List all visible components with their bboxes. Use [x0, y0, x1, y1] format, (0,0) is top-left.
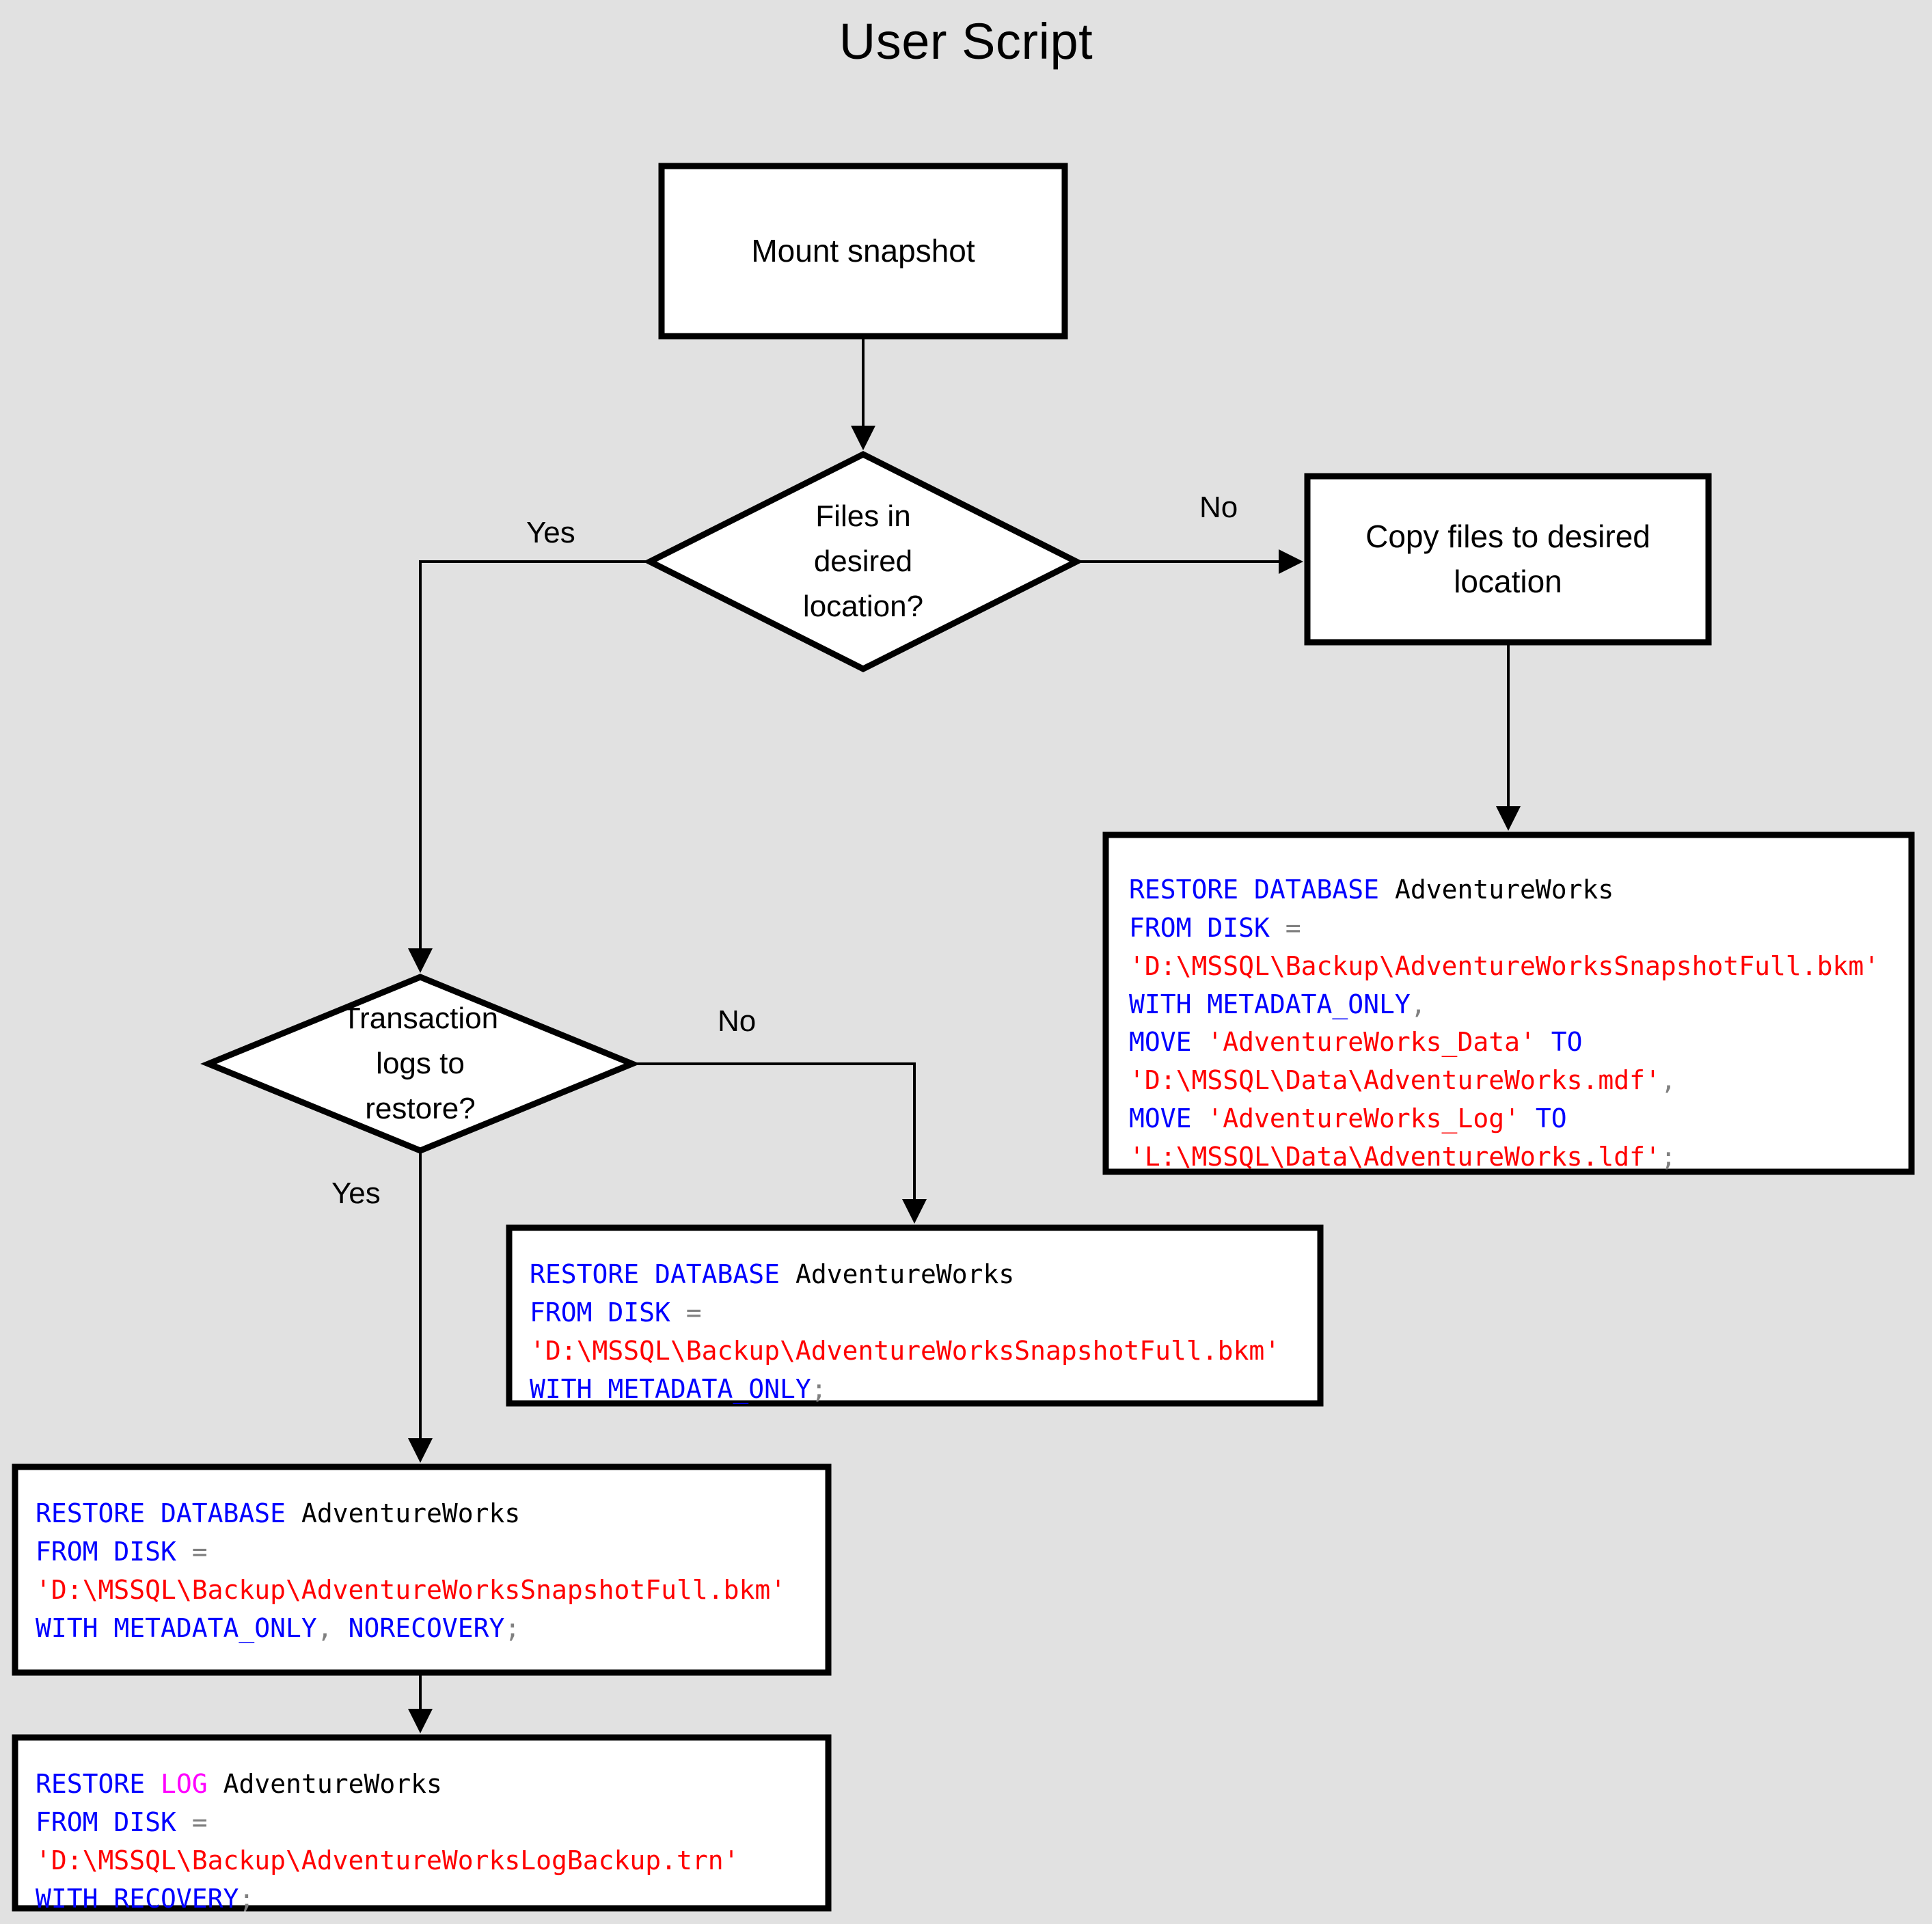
code-line: 'D:\MSSQL\Backup\AdventureWorksSnapshotF…: [36, 1571, 786, 1610]
code-line: MOVE 'AdventureWorks_Data' TO: [1129, 1023, 1879, 1062]
code-line: WITH METADATA_ONLY,: [1129, 986, 1879, 1024]
code-token: ;: [239, 1883, 255, 1914]
code-token: ,: [1660, 1065, 1676, 1096]
code-token: LOG: [161, 1769, 208, 1799]
code-token: AdventureWorks: [301, 1498, 521, 1528]
code-token: 'L:\MSSQL\Data\AdventureWorks.ldf': [1129, 1142, 1661, 1172]
code-token: =: [191, 1806, 208, 1837]
code-line: RESTORE DATABASE AdventureWorks: [1129, 871, 1879, 909]
code-token: RESTORE DATABASE: [1129, 875, 1395, 905]
code-token: [208, 1769, 223, 1799]
code-line: RESTORE DATABASE AdventureWorks: [530, 1256, 1280, 1294]
edge-label-logs-yes: Yes: [331, 1177, 381, 1210]
code-token: RESTORE: [36, 1769, 161, 1799]
code-line: FROM DISK =: [530, 1294, 1280, 1332]
code-line: FROM DISK =: [36, 1804, 739, 1842]
code-token: AdventureWorks: [223, 1769, 442, 1799]
node-logs-decision[interactable]: [200, 974, 640, 1154]
code-token: WITH METADATA_ONLY: [1129, 989, 1411, 1019]
code-token: MOVE: [1129, 1103, 1208, 1134]
code-box-restore-log[interactable]: [12, 1734, 832, 1912]
edge-label-files-no: No: [1199, 491, 1238, 524]
code-token: ;: [504, 1612, 521, 1643]
code-token: 'D:\MSSQL\Backup\AdventureWorksLogBackup…: [36, 1845, 739, 1875]
code-token: MOVE: [1129, 1027, 1208, 1058]
node-mount-snapshot[interactable]: [658, 163, 1068, 340]
code-token: RESTORE DATABASE: [530, 1259, 795, 1289]
code-box-restore-with-move[interactable]: [1102, 832, 1915, 1175]
code-token: =: [1285, 912, 1301, 943]
code-token: 'AdventureWorks_Log': [1207, 1103, 1520, 1134]
page-title: User Script: [839, 13, 1093, 70]
code-line: WITH METADATA_ONLY;: [530, 1371, 1280, 1409]
code-token: FROM DISK: [36, 1806, 192, 1837]
node-copy-files[interactable]: [1304, 473, 1712, 646]
code-token: 'D:\MSSQL\Data\AdventureWorks.mdf': [1129, 1065, 1661, 1096]
code-line: 'D:\MSSQL\Backup\AdventureWorksSnapshotF…: [1129, 948, 1879, 986]
code-token: ;: [1660, 1142, 1676, 1172]
edge-label-files-yes: Yes: [526, 516, 575, 549]
code-line: RESTORE DATABASE AdventureWorks: [36, 1495, 786, 1533]
code-line: WITH RECOVERY;: [36, 1880, 739, 1919]
code-line: 'D:\MSSQL\Data\AdventureWorks.mdf',: [1129, 1062, 1879, 1100]
code-token: WITH METADATA_ONLY: [36, 1612, 317, 1643]
code-token: TO: [1535, 1027, 1583, 1058]
connector-files-yes-to-logs: [408, 560, 650, 973]
connector-logs-no-to-code-metadata: [632, 1062, 927, 1224]
code-token: AdventureWorks: [795, 1259, 1015, 1289]
node-files-decision[interactable]: [642, 450, 1084, 673]
code-line: WITH METADATA_ONLY, NORECOVERY;: [36, 1610, 786, 1648]
code-line: 'L:\MSSQL\Data\AdventureWorks.ldf';: [1129, 1138, 1879, 1177]
code-token: RESTORE DATABASE: [36, 1498, 301, 1528]
code-line: MOVE 'AdventureWorks_Log' TO: [1129, 1100, 1879, 1138]
code-token: 'D:\MSSQL\Backup\AdventureWorksSnapshotF…: [1129, 950, 1880, 981]
code-token: =: [685, 1297, 702, 1328]
code-token: FROM DISK: [36, 1536, 192, 1567]
code-box-restore-metadata-only[interactable]: [506, 1224, 1324, 1407]
code-token: 'AdventureWorks_Data': [1207, 1027, 1536, 1058]
code-token: ,: [316, 1612, 349, 1643]
code-line: 'D:\MSSQL\Backup\AdventureWorksSnapshotF…: [530, 1332, 1280, 1371]
code-token: NORECOVERY: [348, 1612, 505, 1643]
code-line: FROM DISK =: [1129, 909, 1879, 948]
code-token: WITH RECOVERY: [36, 1883, 239, 1914]
code-token: 'D:\MSSQL\Backup\AdventureWorksSnapshotF…: [36, 1574, 787, 1605]
code-token: FROM DISK: [530, 1297, 686, 1328]
code-token: ;: [811, 1373, 827, 1404]
code-token: ,: [1410, 989, 1426, 1019]
code-token: 'D:\MSSQL\Backup\AdventureWorksSnapshotF…: [530, 1335, 1281, 1366]
code-token: AdventureWorks: [1394, 875, 1614, 905]
code-box-restore-norecovery[interactable]: [12, 1463, 832, 1676]
code-token: TO: [1519, 1103, 1567, 1134]
code-token: FROM DISK: [1129, 912, 1285, 943]
code-line: RESTORE LOG AdventureWorks: [36, 1765, 739, 1804]
code-line: FROM DISK =: [36, 1533, 786, 1571]
edge-label-logs-no: No: [718, 1004, 757, 1038]
code-token: =: [191, 1536, 208, 1567]
code-line: 'D:\MSSQL\Backup\AdventureWorksLogBackup…: [36, 1842, 739, 1880]
code-token: WITH METADATA_ONLY: [530, 1373, 811, 1404]
